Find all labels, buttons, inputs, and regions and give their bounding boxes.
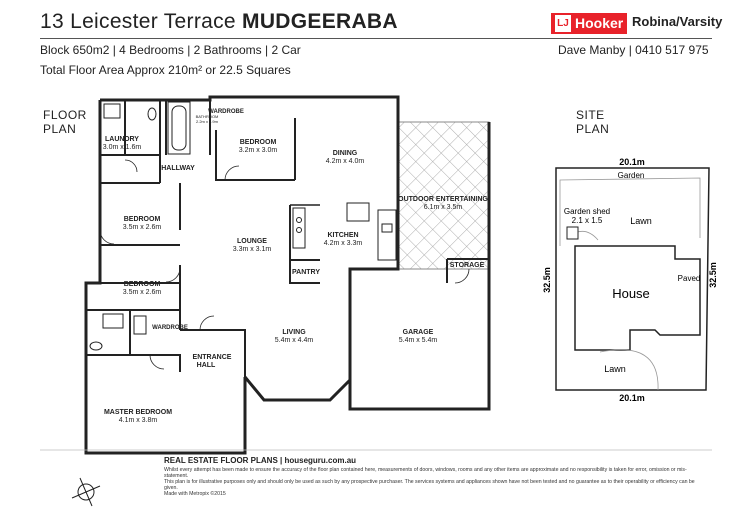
- site-plan: 20.1m 20.1m Garden Garden shed 2.1 x 1.5…: [542, 157, 718, 403]
- outdoor-entertaining-area: [397, 121, 490, 270]
- address: 13 Leicester Terrace: [40, 10, 236, 33]
- dining-dims: 4.2m x 4.0m: [326, 158, 365, 165]
- living-dims: 5.4m x 4.4m: [275, 337, 314, 344]
- living-label: LIVING: [282, 329, 306, 336]
- site-depth-right: 32.5m: [708, 262, 718, 288]
- door-swing: [199, 315, 215, 331]
- kitchen-dims: 4.2m x 3.3m: [324, 240, 363, 247]
- door-swing: [99, 229, 115, 245]
- bedroom-mid-label: BEDROOM: [124, 216, 161, 223]
- bedroom-mid-dims: 3.5m x 2.6m: [123, 224, 162, 231]
- garden-boundary: [559, 177, 701, 246]
- door-swing: [454, 268, 470, 284]
- house-label: House: [612, 286, 650, 301]
- master-bedroom-dims: 4.1m x 3.8m: [119, 417, 158, 424]
- driveway-curve: [599, 349, 659, 391]
- site-depth-left: 32.5m: [542, 267, 552, 293]
- kitchen-label: KITCHEN: [327, 232, 358, 239]
- bedroom-top-label: BEDROOM: [240, 139, 277, 146]
- lawn-top-label: Lawn: [630, 216, 652, 226]
- disclaimer-line-2: This plan is for illustrative purposes o…: [164, 479, 695, 491]
- footer-title: REAL ESTATE FLOOR PLANS | houseguru.com.…: [164, 456, 357, 465]
- floor-plan-label-2: PLAN: [43, 122, 77, 136]
- branch-name: Robina/Varsity: [632, 14, 723, 29]
- property-title: 13 Leicester Terrace MUDGEERABA: [40, 10, 398, 34]
- floor-area: Total Floor Area Approx 210m² or 22.5 Sq…: [40, 63, 291, 77]
- agent-contact: Dave Manby | 0410 517 975: [558, 43, 709, 57]
- vanity-icon: [102, 313, 124, 329]
- footer-disclaimer: Whilst every attempt has been made to en…: [164, 467, 704, 497]
- island-bench: [346, 202, 370, 222]
- bathroom-dims: 2.2m x 1.9m: [196, 119, 219, 124]
- disclaimer-line-1: Whilst every attempt has been made to en…: [164, 467, 687, 479]
- master-bedroom-label: MASTER BEDROOM: [104, 409, 172, 416]
- bedroom-low-label: BEDROOM: [124, 281, 161, 288]
- storage-label: STORAGE: [450, 262, 485, 269]
- bathroom-label: BATHROOM: [196, 114, 219, 119]
- disclaimer-line-3: Made with Metropix ©2015: [164, 491, 226, 497]
- kitchen-bench: [377, 209, 397, 261]
- site-boundary: [555, 167, 710, 391]
- lounge-label: LOUNGE: [237, 238, 267, 245]
- paved-label: Paved: [678, 274, 701, 283]
- dining-label: DINING: [333, 150, 358, 157]
- garage-dims: 5.4m x 5.4m: [399, 337, 438, 344]
- door-swing: [124, 159, 138, 173]
- laundry-label: LAUNDRY: [105, 136, 139, 143]
- bedroom-low-dims: 3.5m x 2.6m: [123, 289, 162, 296]
- garage-label: GARAGE: [403, 329, 434, 336]
- bath-basin-icon: [171, 105, 187, 151]
- suburb: MUDGEERABA: [242, 10, 398, 33]
- site-width-top: 20.1m: [619, 157, 645, 167]
- lawn-bottom-label: Lawn: [604, 364, 626, 374]
- laundry-dims: 3.0m x 1.6m: [103, 144, 142, 151]
- site-plan-label-2: PLAN: [576, 122, 610, 136]
- shed-label: Garden shed: [564, 207, 610, 216]
- wardrobe-low-label: WARDROBE: [152, 325, 188, 331]
- sink-icon: [381, 223, 393, 233]
- ensuite-toilet-icon: [89, 341, 103, 351]
- shed-dims: 2.1 x 1.5: [572, 216, 603, 225]
- door-swing: [149, 354, 165, 370]
- property-specs: Block 650m2 | 4 Bedrooms | 2 Bathrooms |…: [40, 43, 301, 57]
- header-divider: [40, 38, 712, 39]
- hallway-label: HALLWAY: [161, 165, 195, 172]
- outdoor-label: OUTDOOR ENTERTAINING: [398, 196, 488, 203]
- entrance-label-2: HALL: [197, 362, 216, 369]
- outdoor-dims: 6.1m x 3.5m: [424, 204, 463, 211]
- garden-label: Garden: [618, 171, 645, 180]
- pantry-label: PANTRY: [292, 269, 320, 276]
- entrance-label: ENTRANCE: [193, 354, 232, 361]
- lounge-dims: 3.3m x 3.1m: [233, 246, 272, 253]
- door-swing: [165, 267, 181, 283]
- door-swing: [224, 165, 240, 181]
- shower-icon: [133, 315, 147, 335]
- brand-name: Hooker: [575, 15, 624, 31]
- wardrobe-top-label: WARDROBE: [208, 109, 244, 115]
- compass-icon: [71, 477, 101, 507]
- garden-shed-icon: [566, 226, 579, 240]
- floor-plan-label-1: FLOOR: [43, 108, 87, 122]
- laundry-tub-icon: [103, 103, 121, 119]
- site-plan-label-1: SITE: [576, 108, 605, 122]
- burner-icon: [296, 227, 302, 233]
- burner-icon: [296, 217, 302, 223]
- brand-mark: LJ: [555, 15, 571, 32]
- site-width-bottom: 20.1m: [619, 393, 645, 403]
- bedroom-top-dims: 3.2m x 3.0m: [239, 147, 278, 154]
- toilet-icon: [147, 107, 157, 121]
